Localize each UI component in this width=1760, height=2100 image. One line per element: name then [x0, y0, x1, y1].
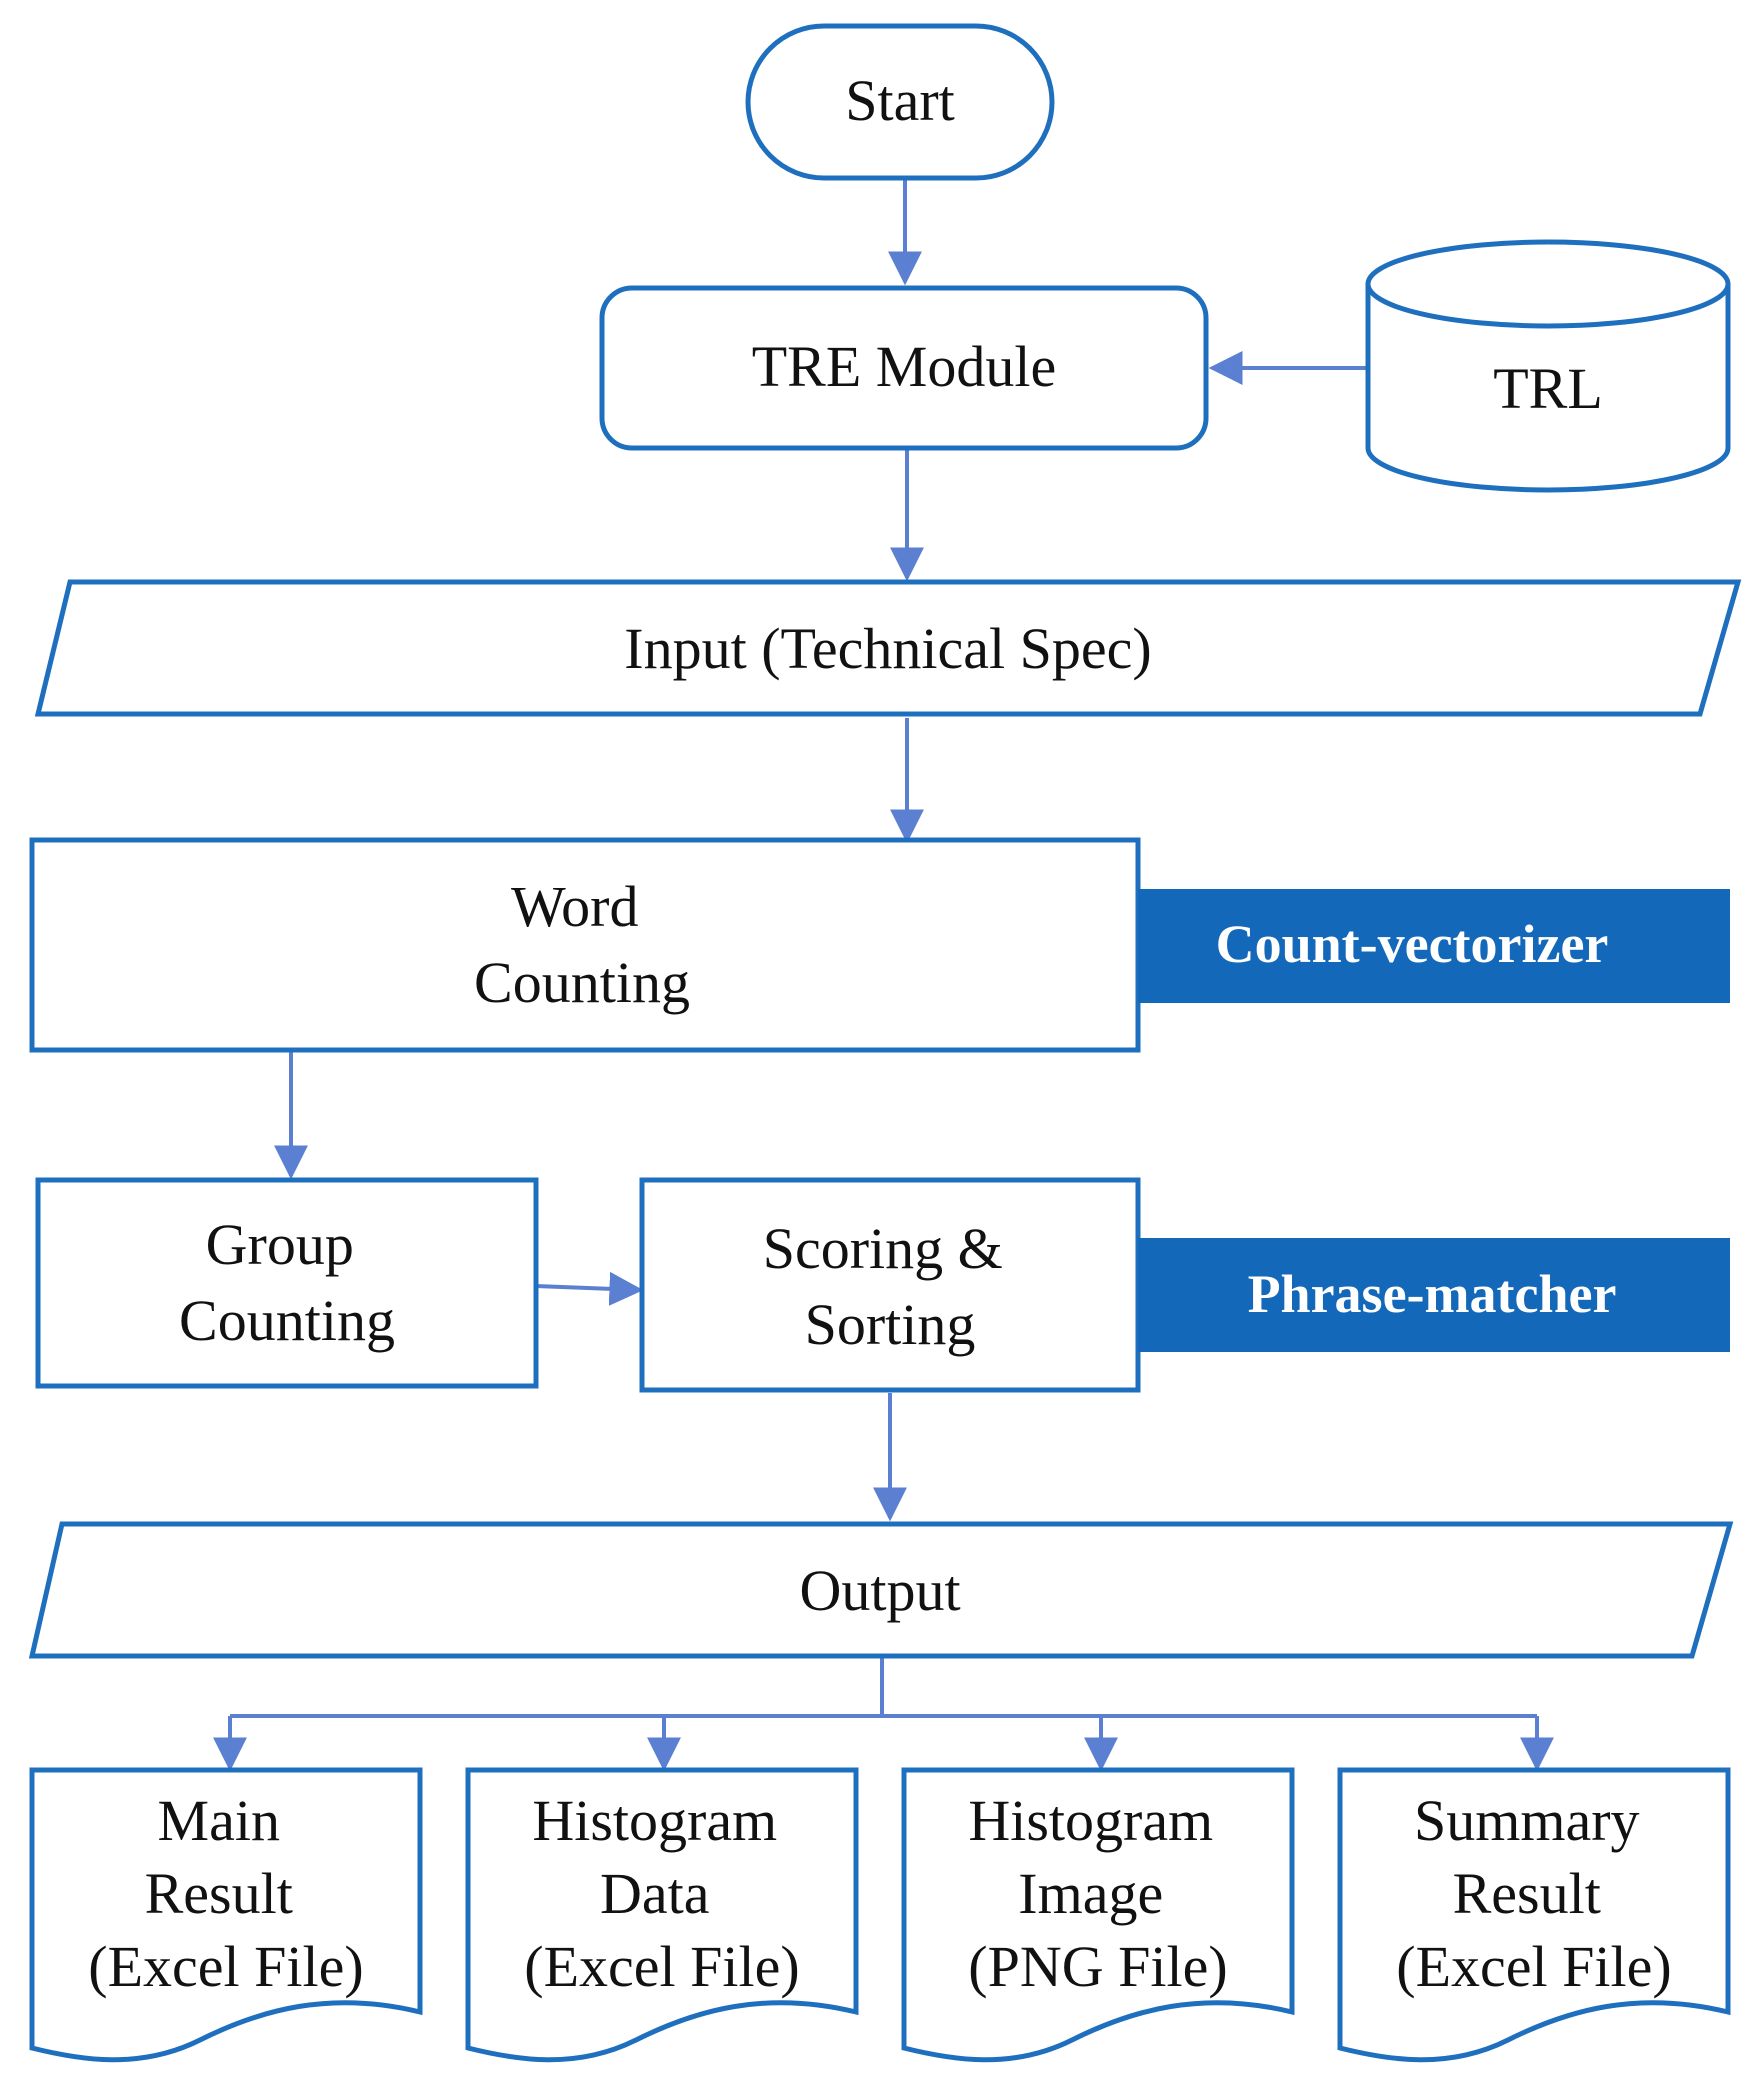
edge-group-to-scoring	[535, 1271, 644, 1306]
phrase-matcher-box	[1138, 1238, 1730, 1352]
histogram-image-line-2: Image	[1018, 1861, 1163, 1926]
node-tre-module: TRE Module	[599, 285, 1209, 451]
node-trl-database: TRL	[1365, 239, 1731, 493]
trl-cylinder-top	[1365, 239, 1731, 329]
count-vectorizer-box	[1138, 889, 1730, 1003]
tre-module-label: TRE Module	[752, 334, 1056, 399]
output-label: Output	[799, 1558, 960, 1623]
summary-result-line-2: Result	[1453, 1861, 1601, 1926]
start-label: Start	[845, 68, 955, 133]
group-counting-label: Group Counting	[179, 1212, 395, 1353]
scoring-sorting-line-1: Scoring &	[763, 1216, 1003, 1281]
node-summary-result: Summary Result (Excel File)	[1337, 1767, 1731, 2063]
scoring-sorting-label: Scoring & Sorting	[763, 1216, 1018, 1357]
node-output: Output	[28, 1521, 1734, 1659]
trl-cylinder-body	[1365, 284, 1731, 493]
main-result-line-1: Main	[158, 1788, 280, 1853]
histogram-data-document-shape	[465, 1767, 859, 2063]
main-result-label: Main Result (Excel File)	[88, 1788, 363, 1999]
word-counting-label: Word Counting	[474, 874, 690, 1015]
histogram-image-line-1: Histogram	[968, 1788, 1213, 1853]
word-counting-shape	[29, 837, 1141, 1053]
node-start: Start	[745, 23, 1055, 181]
node-group-counting: Group Counting	[35, 1177, 539, 1389]
tre-module-shape	[599, 285, 1209, 451]
main-result-line-3: (Excel File)	[88, 1934, 363, 1999]
input-label: Input (Technical Spec)	[624, 616, 1151, 681]
histogram-image-document-shape	[901, 1767, 1295, 2063]
histogram-data-line-2: Data	[600, 1861, 710, 1926]
count-vectorizer-label: Count-vectorizer	[1216, 914, 1609, 974]
node-word-counting: Word Counting	[29, 837, 1141, 1053]
histogram-image-label: Histogram Image (PNG File)	[968, 1788, 1227, 1999]
histogram-data-line-1: Histogram	[532, 1788, 777, 1853]
group-counting-shape	[35, 1177, 539, 1389]
phrase-matcher-label: Phrase-matcher	[1248, 1264, 1617, 1324]
node-histogram-data: Histogram Data (Excel File)	[465, 1767, 859, 2063]
start-shape	[745, 23, 1055, 181]
summary-result-document-shape	[1337, 1767, 1731, 2063]
scoring-sorting-line-2: Sorting	[805, 1292, 976, 1357]
summary-result-label: Summary Result (Excel File)	[1396, 1788, 1671, 1999]
main-result-line-2: Result	[145, 1861, 293, 1926]
histogram-image-line-3: (PNG File)	[968, 1934, 1227, 1999]
tag-phrase-matcher: Phrase-matcher	[1138, 1238, 1730, 1352]
summary-result-line-1: Summary	[1414, 1788, 1640, 1853]
node-main-result: Main Result (Excel File)	[29, 1767, 423, 2063]
summary-result-line-3: (Excel File)	[1396, 1934, 1671, 1999]
scoring-sorting-shape	[639, 1177, 1141, 1393]
main-result-document-shape	[29, 1767, 423, 2063]
histogram-data-line-3: (Excel File)	[524, 1934, 799, 1999]
node-scoring-sorting: Scoring & Sorting	[639, 1177, 1141, 1393]
trl-label: TRL	[1493, 356, 1603, 421]
tag-count-vectorizer: Count-vectorizer	[1138, 889, 1730, 1003]
edges	[213, 180, 1554, 1772]
node-histogram-image: Histogram Image (PNG File)	[901, 1767, 1295, 2063]
group-counting-line-1: Group	[206, 1212, 354, 1277]
output-shape	[28, 1521, 1734, 1659]
node-input: Input (Technical Spec)	[34, 579, 1742, 717]
histogram-data-label: Histogram Data (Excel File)	[524, 1788, 799, 1999]
word-counting-line-2: Counting	[474, 950, 690, 1015]
group-counting-line-2: Counting	[179, 1288, 395, 1353]
word-counting-line-1: Word	[511, 874, 638, 939]
input-shape	[34, 579, 1742, 717]
